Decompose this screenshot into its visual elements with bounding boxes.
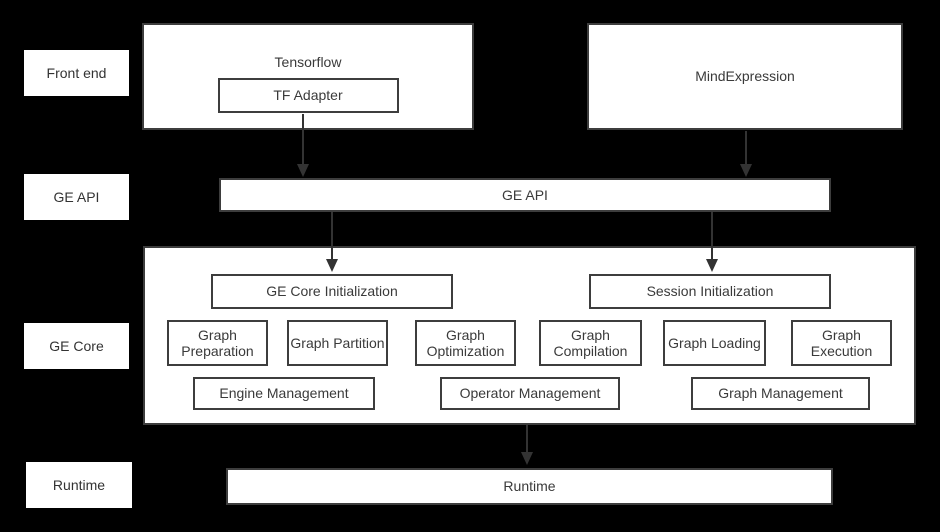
arrow-down-icon (521, 452, 533, 465)
tensorflow-box: Tensorflow TF Adapter (142, 23, 474, 130)
row-label-ge-core: GE Core (24, 323, 129, 369)
arrow-line-mindexpression-to-geapi (745, 131, 747, 165)
function-box-graph-execution: Graph Execution (791, 320, 892, 366)
row-label-front-end-text: Front end (46, 65, 107, 81)
function-box-graph-preparation: Graph Preparation (167, 320, 268, 366)
graph-management-label: Graph Management (718, 385, 843, 402)
management-box-engine: Engine Management (193, 377, 375, 410)
mindexpression-label: MindExpression (695, 68, 795, 85)
session-initialization-box: Session Initialization (589, 274, 831, 309)
arrow-line-gecore-to-runtime (526, 425, 528, 453)
management-box-operator: Operator Management (440, 377, 620, 410)
management-box-graph: Graph Management (691, 377, 870, 410)
arrow-line-geapi-to-sessioninit (711, 212, 713, 260)
row-label-front-end: Front end (24, 50, 129, 96)
row-label-ge-api-text: GE API (53, 189, 100, 205)
row-label-runtime: Runtime (26, 462, 132, 508)
graph-optimization-label: Graph Optimization (426, 326, 505, 359)
mindexpression-box: MindExpression (587, 23, 903, 130)
arrow-line-geapi-to-gecoreinit (331, 212, 333, 260)
runtime-bar: Runtime (226, 468, 833, 505)
arrow-down-icon (326, 259, 338, 272)
row-label-ge-core-text: GE Core (49, 338, 104, 354)
function-box-graph-partition: Graph Partition (287, 320, 388, 366)
function-box-graph-loading: Graph Loading (663, 320, 766, 366)
graph-execution-label: Graph Execution (810, 326, 873, 359)
ge-api-label: GE API (502, 186, 548, 203)
arrow-down-icon (706, 259, 718, 272)
runtime-label: Runtime (503, 478, 556, 495)
arrow-down-icon (297, 164, 309, 177)
graph-partition-label: Graph Partition (290, 334, 385, 351)
engine-management-label: Engine Management (219, 385, 349, 402)
row-label-ge-api: GE API (24, 174, 129, 220)
arrow-line-tfadapter-to-geapi (302, 114, 304, 165)
function-box-graph-compilation: Graph Compilation (539, 320, 642, 366)
tf-adapter-box: TF Adapter (217, 78, 399, 113)
graph-compilation-label: Graph Compilation (553, 326, 628, 359)
session-initialization-label: Session Initialization (646, 283, 774, 300)
tensorflow-title: Tensorflow (274, 54, 342, 70)
tf-adapter-label: TF Adapter (273, 87, 343, 104)
ge-core-initialization-box: GE Core Initialization (211, 274, 453, 309)
ge-api-bar: GE API (219, 178, 831, 212)
arrow-down-icon (740, 164, 752, 177)
ge-core-initialization-label: GE Core Initialization (266, 283, 398, 300)
function-box-graph-optimization: Graph Optimization (415, 320, 516, 366)
graph-preparation-label: Graph Preparation (181, 326, 254, 359)
graph-loading-label: Graph Loading (668, 334, 761, 351)
row-label-runtime-text: Runtime (52, 477, 106, 493)
operator-management-label: Operator Management (459, 385, 601, 402)
